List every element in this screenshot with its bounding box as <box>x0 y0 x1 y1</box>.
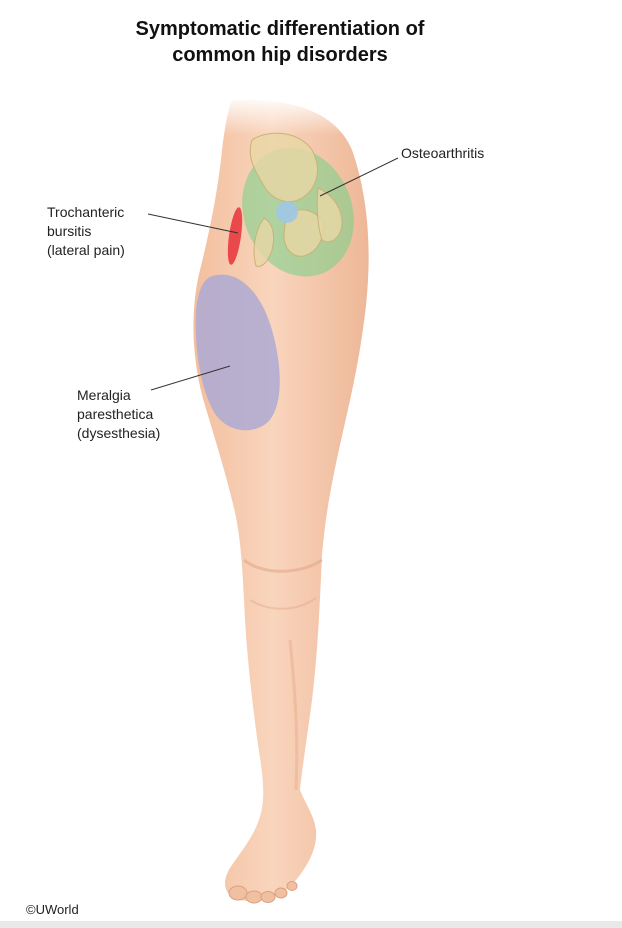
meralgia-paresthetica-label: Meralgia paresthetica (dysesthesia) <box>77 386 160 443</box>
meralgia-paresthetica-label-line-2: paresthetica <box>77 406 154 422</box>
osteoarthritis-leader-line <box>319 157 399 197</box>
copyright-notice: ©UWorld <box>26 902 79 917</box>
bottom-divider <box>0 921 622 928</box>
trochanteric-bursitis-label: Trochanteric bursitis (lateral pain) <box>47 203 125 260</box>
osteoarthritis-label: Osteoarthritis <box>401 144 484 163</box>
trochanteric-bursitis-region <box>227 207 243 265</box>
meralgia-paresthetica-region <box>195 274 280 431</box>
meralgia-paresthetica-label-line-1: Meralgia <box>77 387 131 403</box>
diagram-title: Symptomatic differentiation of common hi… <box>0 16 560 68</box>
meralgia-leader-line <box>150 365 231 391</box>
meralgia-paresthetica-label-line-3: (dysesthesia) <box>77 425 161 441</box>
trochanteric-bursitis-label-line-1: Trochanteric <box>47 204 125 220</box>
knee-shading <box>243 558 323 573</box>
trochanteric-bursitis-leader-line <box>147 213 239 234</box>
title-line-1: Symptomatic differentiation of <box>135 18 425 40</box>
hip-bone-icon <box>249 132 343 267</box>
trochanteric-bursitis-label-line-3: (lateral pain) <box>47 242 125 258</box>
hip-joint-icon <box>276 201 298 223</box>
trochanteric-bursitis-label-line-2: bursitis <box>47 223 92 239</box>
toes <box>228 881 298 904</box>
osteoarthritis-label-text: Osteoarthritis <box>401 145 485 161</box>
title-line-2: common hip disorders <box>172 44 388 66</box>
